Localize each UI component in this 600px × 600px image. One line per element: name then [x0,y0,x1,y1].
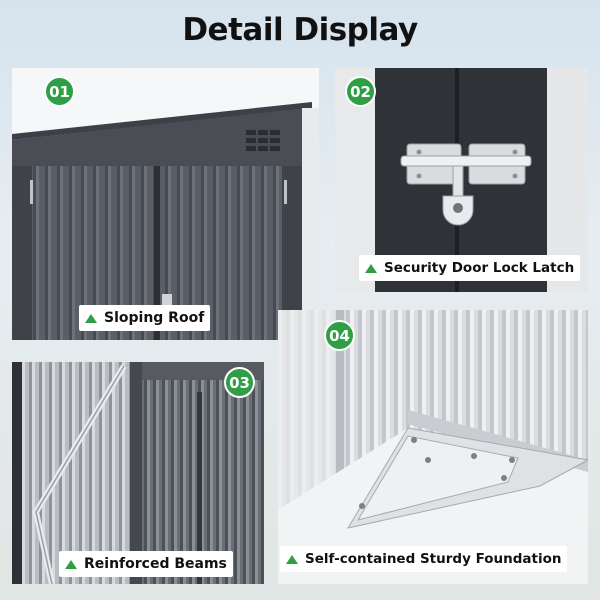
step-badge: 02 [345,76,376,107]
page-title: Detail Display [182,12,418,48]
door-latch-illustration [335,68,588,292]
panel-sturdy-foundation: 04 Self-contained Sturdy Foundation [278,310,588,584]
step-badge: 04 [324,320,355,351]
step-badge: 03 [224,367,255,398]
shed-front-illustration [12,68,319,340]
step-badge: 01 [44,76,75,107]
feature-label: Reinforced Beams [59,551,233,577]
feature-label: Sloping Roof [79,305,211,331]
green-triangle-icon [85,313,97,323]
panel-security-latch: 02 Security Door Lock Latch [335,68,588,292]
feature-label: Security Door Lock Latch [359,255,581,281]
feature-label-text: Sloping Roof [104,310,205,326]
green-triangle-icon [286,554,298,564]
panel-sloping-roof: 01 Sloping Roof [12,68,319,340]
feature-label-text: Self-contained Sturdy Foundation [305,551,562,567]
feature-label-text: Reinforced Beams [84,556,227,572]
feature-label: Self-contained Sturdy Foundation [280,546,568,572]
green-triangle-icon [65,559,77,569]
green-triangle-icon [365,263,377,273]
shed-interior-beams-illustration [12,362,264,584]
feature-label-text: Security Door Lock Latch [384,260,575,276]
foundation-corner-illustration [278,310,588,584]
panel-reinforced-beams: 03 Reinforced Beams [12,362,264,584]
